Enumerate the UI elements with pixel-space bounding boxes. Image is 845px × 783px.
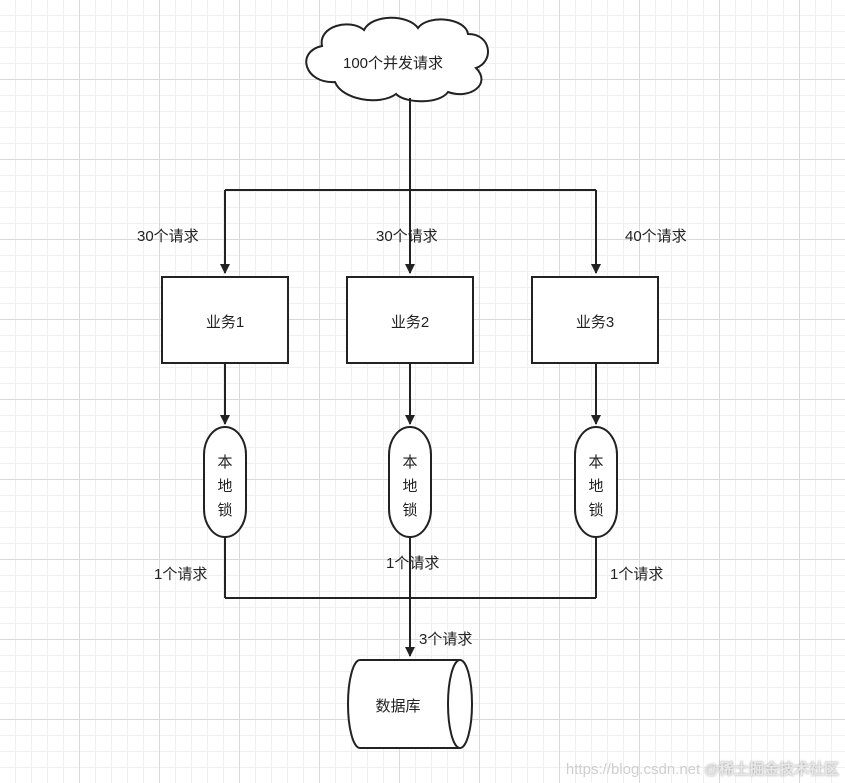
- lock-label-1: 本 地 锁: [204, 451, 246, 523]
- edge-label-service-2: 30个请求: [376, 228, 438, 245]
- watermark: https://blog.csdn.net @稀土掘金技术社区: [566, 758, 839, 779]
- lock-char: 地: [588, 478, 604, 495]
- edge-label-database: 3个请求: [419, 631, 473, 648]
- edge-label-lock-1: 1个请求: [154, 566, 208, 583]
- lock-char: 本: [588, 454, 604, 471]
- lock-char: 本: [402, 454, 418, 471]
- watermark-url: https://blog.csdn.net: [565, 761, 701, 778]
- lock-char: 地: [217, 478, 233, 495]
- service-box-2: [346, 276, 474, 364]
- lock-char: 锁: [217, 502, 233, 519]
- service-box-1: [161, 276, 289, 364]
- edge-label-lock-2: 1个请求: [386, 555, 440, 572]
- lock-char: 锁: [588, 502, 604, 519]
- database-label: 数据库: [375, 698, 421, 715]
- edge-label-service-3: 40个请求: [625, 228, 687, 245]
- cloud-label: 100个并发请求: [343, 55, 444, 72]
- service-label-3: 业务3: [575, 314, 615, 331]
- lock-char: 地: [402, 478, 418, 495]
- service-label-1: 业务1: [205, 314, 245, 331]
- edge-label-lock-3: 1个请求: [610, 566, 664, 583]
- lock-label-3: 本 地 锁: [575, 451, 617, 523]
- watermark-brand: @稀土掘金技术社区: [704, 761, 839, 778]
- lock-char: 本: [217, 454, 233, 471]
- service-label-2: 业务2: [390, 314, 430, 331]
- database-cylinder-end: [447, 659, 461, 749]
- lock-char: 锁: [402, 502, 418, 519]
- lock-label-2: 本 地 锁: [389, 451, 431, 523]
- edge-label-service-1: 30个请求: [137, 228, 199, 245]
- service-box-3: [531, 276, 659, 364]
- cloud-shape: [305, 16, 489, 103]
